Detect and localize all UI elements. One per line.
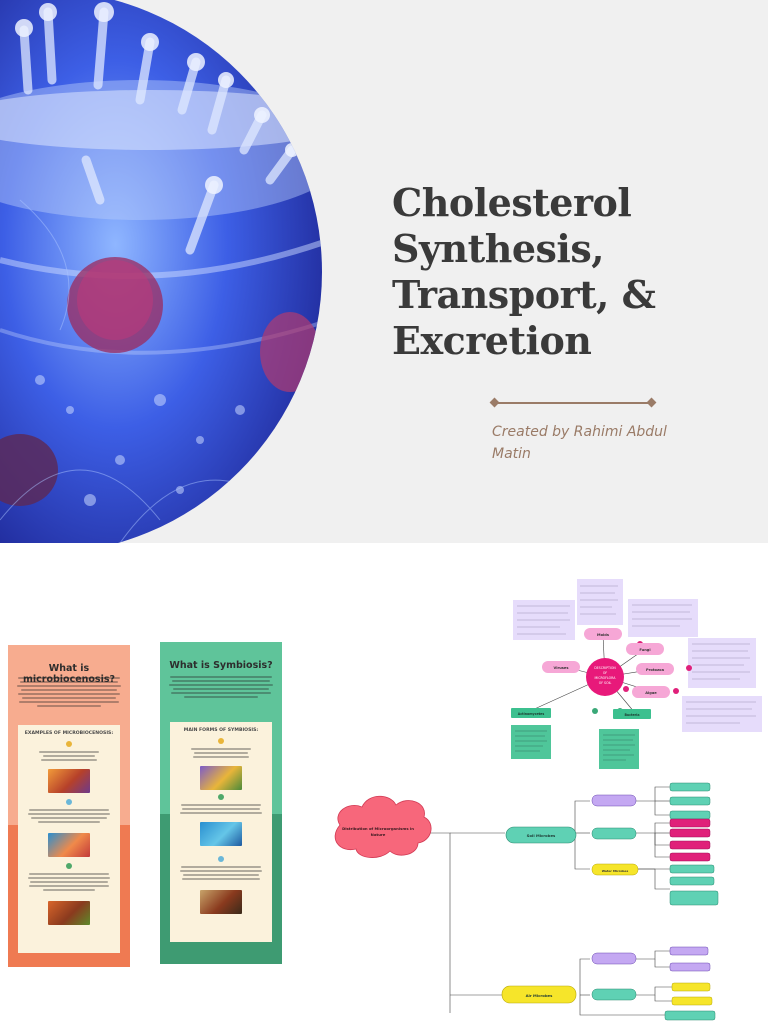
node-label-actinomycetes: Actinomycetes (518, 712, 545, 716)
poster-intro-text (16, 677, 122, 709)
node-actinomycetes (511, 708, 551, 718)
node-algae (632, 686, 670, 698)
node-water-microbes (591, 863, 639, 876)
node-label-protozoa: Protozoa (646, 668, 665, 672)
node-protozoa (636, 663, 674, 675)
info-box-algae (682, 696, 762, 732)
title-line-3: Transport, & (392, 272, 656, 317)
panel-heading: EXAMPLES OF MICROBIOCENOSIS: (24, 731, 114, 736)
info-box-bacteria (599, 729, 639, 769)
symbiosis-image-2 (200, 822, 242, 846)
title-slide: Cholesterol Synthesis, Transport, & Excr… (0, 0, 768, 543)
node-air-microbes (501, 985, 577, 1004)
center-line-1: DESCRIPTION (594, 666, 616, 670)
example-image-1 (48, 769, 90, 793)
node-label-fungi: Fungi (639, 648, 650, 652)
example-image-3 (48, 901, 90, 925)
info-box-protozoa (688, 638, 756, 688)
symbiosis-image-3 (200, 890, 242, 914)
node-composition-air (591, 952, 637, 965)
node-molds (584, 628, 622, 640)
node-bacteria (613, 709, 651, 719)
example-image-2 (48, 833, 90, 857)
symbiosis-image-1 (200, 766, 242, 790)
center-line-4: OF SOIL (599, 681, 612, 685)
bullet-icon (66, 799, 72, 805)
title-line-1: Cholesterol (392, 180, 632, 225)
central-node (586, 658, 624, 696)
microbiocenosis-poster: What is microbiocenosis? EXAMPLES OF MIC… (8, 645, 130, 967)
title-line-2: Synthesis, (392, 226, 604, 271)
poster-title: What is microbiocenosis? (22, 663, 116, 685)
poster-title: What is Symbiosis? (169, 660, 273, 671)
author-credit: Created by Rahimi Abdul Matin (492, 424, 667, 462)
node-label-soil: Soil Microbes (527, 833, 556, 838)
soil-microflora-mindmap: Molds Fungi Viruses Protozoa Algae DESCR… (334, 579, 762, 1021)
node-composition-soil (591, 794, 637, 807)
page-title: Cholesterol Synthesis, Transport, & Excr… (392, 180, 692, 364)
info-box-molds (577, 579, 623, 625)
node-label-air: Air Microbes (526, 993, 554, 998)
poster-intro-text (168, 676, 274, 700)
bullet-icon (218, 856, 224, 862)
bullet-icon (66, 863, 72, 869)
node-factors-air (591, 988, 637, 1001)
node-fungi (626, 643, 664, 655)
examples-panel: EXAMPLES OF MICROBIOCENOSIS: (18, 725, 120, 953)
bullet-icon (218, 738, 224, 744)
info-box-fungi (628, 599, 698, 637)
symbiosis-poster: What is Symbiosis? MAIN FORMS OF SYMBIOS… (160, 642, 282, 964)
title-line-4: Excretion (392, 318, 592, 363)
forms-panel: MAIN FORMS OF SYMBIOSIS: (170, 722, 272, 942)
distribution-cloud (334, 795, 432, 858)
cloud-line-2: Nature (371, 832, 386, 837)
node-label-bacteria: Bacteria (625, 713, 640, 717)
node-soil-microbes (505, 826, 577, 844)
node-label-molds: Molds (597, 633, 609, 637)
cell-membrane-illustration (0, 0, 322, 543)
bullet-icon (66, 741, 72, 747)
node-factors-soil (591, 827, 637, 840)
cloud-line-1: Distribution of Microorganisms in (342, 826, 414, 831)
center-line-2: OF (603, 671, 608, 675)
node-viruses (542, 661, 580, 673)
bullet-icon (218, 794, 224, 800)
info-box-actinomycetes (511, 725, 551, 759)
decorative-divider (494, 402, 652, 404)
node-label-algae: Algae (645, 691, 657, 695)
node-label-viruses: Viruses (554, 666, 569, 670)
content-page: What is microbiocenosis? EXAMPLES OF MIC… (0, 543, 768, 1024)
panel-heading: MAIN FORMS OF SYMBIOSIS: (183, 728, 259, 733)
center-line-3: MICROFLORA (595, 676, 617, 680)
node-label-water: Water Microbes (602, 869, 629, 873)
